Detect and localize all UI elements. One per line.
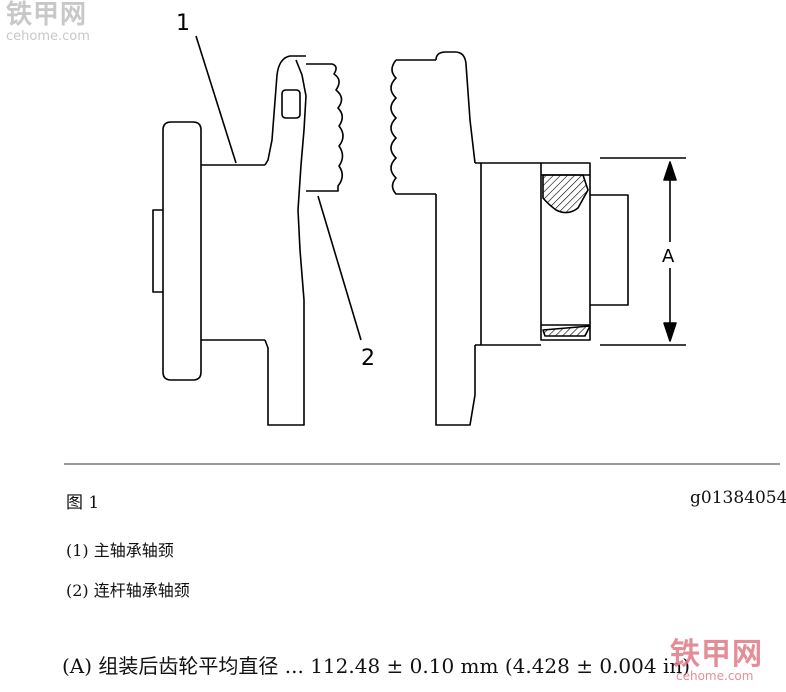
legend-item-main-journal: (1) 主轴承轴颈 [66, 541, 174, 560]
crankshaft-diagram: 1 2 A [152, 11, 686, 426]
watermark-top: 铁甲网 cehome.com [6, 2, 90, 43]
legend-item-rod-journal: (2) 连杆轴承轴颈 [66, 581, 190, 600]
watermark-bottom-cn: 铁甲网 [670, 637, 763, 672]
end-stub [590, 194, 629, 306]
callout-2: 2 [361, 346, 375, 371]
right-web [435, 51, 476, 426]
watermark-top-cn: 铁甲网 [6, 0, 88, 30]
crankpin-stub [306, 63, 344, 192]
spec-line: (A) 组装后齿轮平均直径 ... 112.48 ± 0.10 mm (4.42… [62, 654, 691, 678]
callout-1: 1 [176, 11, 190, 36]
nose-stub [152, 209, 163, 293]
watermark-bottom: 铁甲网 cehome.com [670, 637, 763, 683]
watermark-bottom-en: cehome.com [676, 669, 754, 683]
dimension-arrowheads [663, 161, 677, 342]
main-journal [201, 164, 265, 341]
leader-1 [195, 35, 237, 164]
leader-2 [317, 195, 362, 341]
dimension-a-label: A [662, 246, 675, 267]
watermark-top-en: cehome.com [6, 29, 90, 44]
break-line [390, 59, 436, 195]
figure-code: g01384054 [690, 488, 786, 508]
figure-label: 图 1 [66, 493, 100, 513]
end-flange [162, 121, 202, 381]
separator-rule [64, 463, 780, 465]
gear-section [542, 174, 589, 214]
right-journal [475, 162, 541, 346]
oil-hole [281, 89, 301, 119]
gear-ring [540, 162, 591, 341]
left-web [264, 55, 306, 426]
dimension-lines [600, 157, 686, 346]
